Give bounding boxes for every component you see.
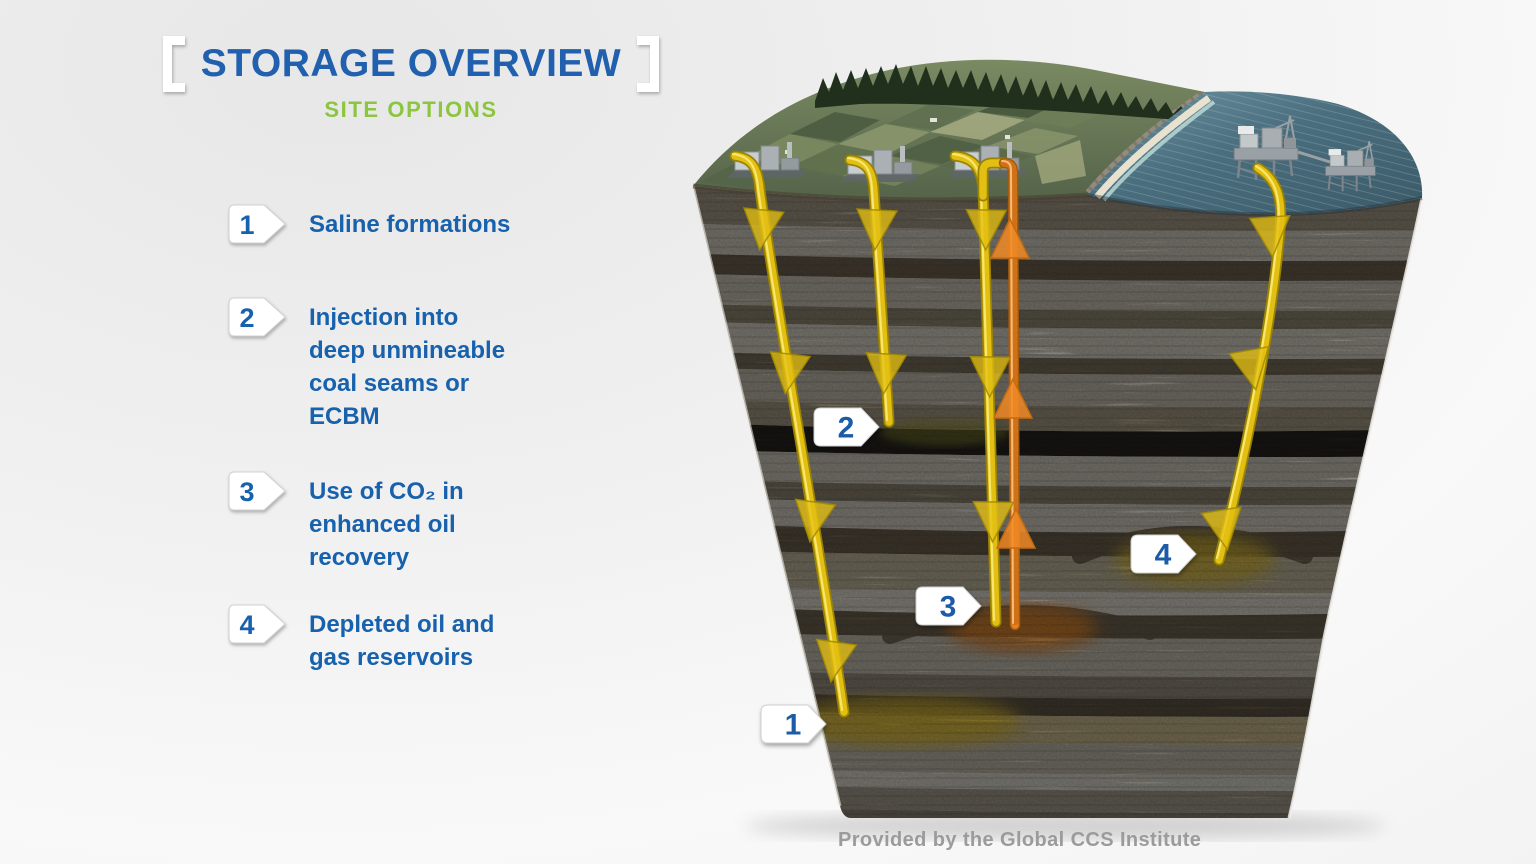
label-number: 3 — [940, 591, 957, 624]
flow-arrows — [742, 207, 1291, 684]
legend-item-3: 3 Use of CO₂ in enhanced oil recovery — [226, 470, 464, 574]
legend-item-4: 4 Depleted oil and gas reservoirs — [226, 603, 494, 674]
co2-arrow-down-icon — [1200, 506, 1243, 552]
legend-number: 2 — [239, 303, 254, 333]
block-shadow — [745, 813, 1385, 839]
co2-arrow-down-icon — [865, 351, 908, 396]
number-tag-icon: 2 — [228, 297, 286, 337]
storage-label-1: 1 — [760, 704, 827, 744]
number-tag-icon: 4 — [228, 604, 286, 644]
shoreline-water — [1102, 100, 1216, 202]
injection-well-2 — [844, 154, 895, 428]
ocean — [1087, 91, 1423, 217]
wells — [729, 150, 1287, 718]
attribution-text: Provided by the Global CCS Institute — [838, 829, 1202, 851]
co2-arrow-down-icon — [742, 207, 786, 252]
injection-well-4 — [1213, 162, 1287, 566]
co2-arrow-down-icon — [1248, 214, 1291, 259]
label-number: 4 — [1155, 539, 1172, 572]
forest-icon — [815, 64, 1205, 122]
farm-house — [1005, 135, 1010, 139]
legend-item-1: 1 Saline formations — [226, 203, 510, 245]
legend-item-text: Depleted oil and gas reservoirs — [309, 611, 495, 671]
legend-number: 1 — [239, 210, 254, 240]
number-tag-icon: 1 — [228, 204, 286, 244]
injection-well-3 — [949, 150, 1012, 628]
geology-block — [693, 186, 1422, 818]
bracket-left-icon — [162, 36, 185, 92]
co2-arrow-down-icon — [972, 500, 1015, 544]
right-cut-edge — [1287, 197, 1424, 819]
legend-item-text: Injection into deep unmineable coal seam… — [309, 304, 506, 430]
beach — [1094, 95, 1212, 200]
legend-number: 3 — [239, 477, 254, 507]
legend-item-text: Use of CO₂ in enhanced oil recovery — [309, 478, 464, 571]
storage-label-3: 3 — [915, 586, 982, 626]
oil-arrow-up-icon — [989, 217, 1031, 259]
storage-labels: 1 2 3 4 — [760, 407, 1197, 744]
page-subtitle: SITE OPTIONS — [324, 97, 498, 122]
co2-arrow-down-icon — [969, 355, 1012, 399]
legend-item-2: 2 Injection into deep unmineable coal se… — [226, 296, 505, 433]
legend-number: 4 — [239, 610, 254, 640]
co2-arrow-down-icon — [1227, 345, 1270, 392]
bracket-right-icon — [637, 36, 660, 92]
number-tag-icon: 3 — [228, 471, 286, 511]
co2-arrow-down-icon — [855, 208, 899, 252]
platform-bridge — [1297, 150, 1331, 164]
left-cut-edge — [691, 185, 842, 807]
co2-arrow-down-icon — [794, 498, 837, 544]
page-title: STORAGE OVERVIEW — [200, 42, 622, 85]
storage-label-2: 2 — [813, 407, 880, 447]
farm-house — [930, 118, 937, 122]
oil-arrow-up-icon — [992, 377, 1034, 419]
label-number: 1 — [785, 709, 802, 742]
co2-arrow-down-icon — [815, 638, 858, 684]
legend-item-text: Saline formations — [309, 211, 511, 238]
co2-arrow-down-icon — [965, 208, 1008, 252]
injection-well-1 — [729, 150, 850, 718]
storage-label-4: 4 — [1130, 534, 1197, 574]
co2-arrow-down-icon — [769, 350, 812, 396]
label-number: 2 — [838, 412, 855, 445]
oil-production-riser — [998, 157, 1021, 631]
ocean-front-edge — [1087, 193, 1423, 217]
title-block: STORAGE OVERVIEW SITE OPTIONS — [158, 36, 664, 123]
oil-arrow-up-icon — [995, 507, 1037, 549]
soil-edge — [692, 183, 1089, 203]
